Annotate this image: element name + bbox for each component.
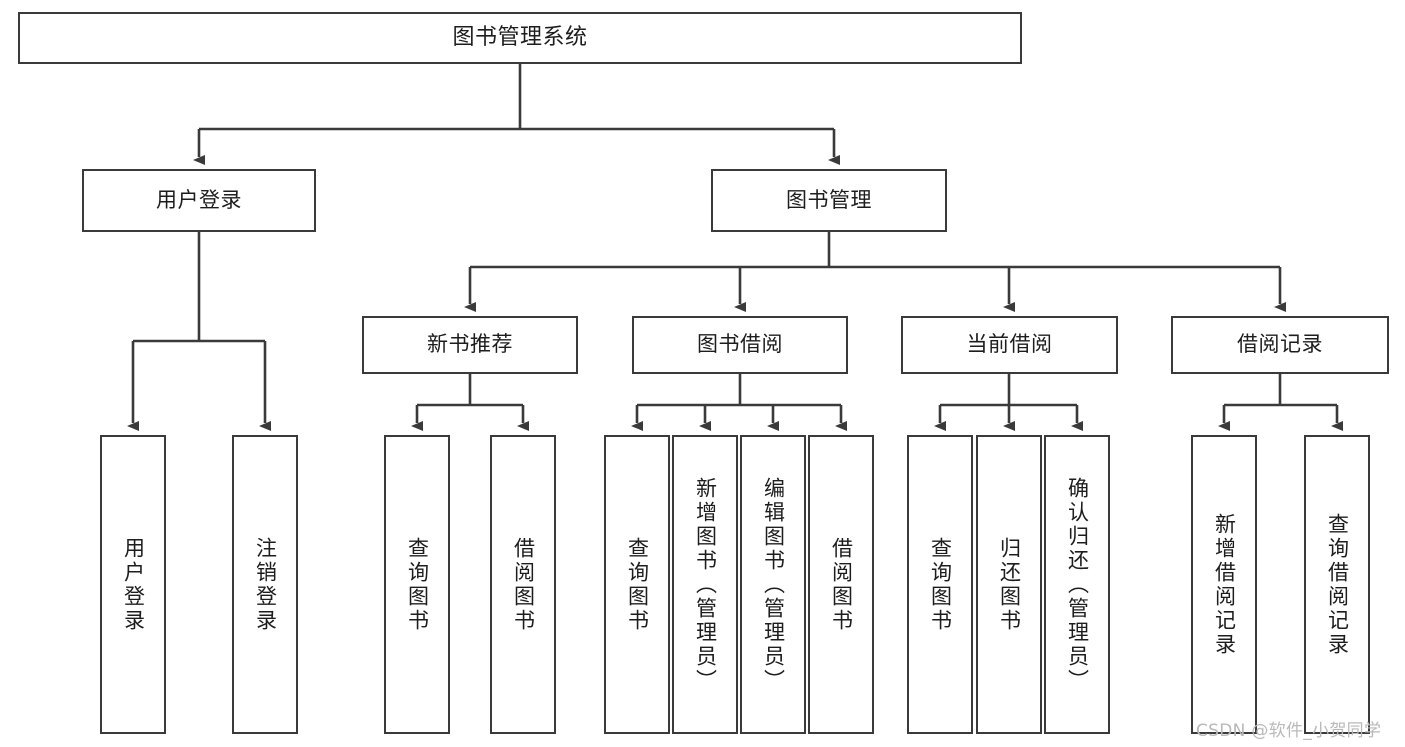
leaf-add-book-admin[interactable]: 新增图书（管理员） bbox=[672, 435, 738, 734]
leaf-query-book-borrow[interactable]: 查询图书 bbox=[604, 435, 670, 734]
leaf-query-borrow-record[interactable]: 查询借阅记录 bbox=[1304, 435, 1370, 734]
leaf-user-login[interactable]: 用户登录 bbox=[100, 435, 166, 734]
node-label: 确认归还（管理员） bbox=[1065, 476, 1090, 693]
node-label: 借阅图书 bbox=[511, 536, 536, 633]
csdn-watermark: CSDN @软件_小贺同学 bbox=[1196, 721, 1382, 741]
leaf-add-borrow-record[interactable]: 新增借阅记录 bbox=[1191, 435, 1257, 734]
node-book-management[interactable]: 图书管理 bbox=[711, 169, 947, 232]
node-label: 新书推荐 bbox=[427, 332, 513, 357]
node-label: 归还图书 bbox=[997, 536, 1022, 633]
node-label: 图书管理系统 bbox=[452, 24, 588, 50]
node-user-login[interactable]: 用户登录 bbox=[82, 169, 316, 232]
leaf-borrow-book[interactable]: 借阅图书 bbox=[808, 435, 874, 734]
node-label: 图书借阅 bbox=[697, 332, 783, 357]
node-label: 新增借阅记录 bbox=[1212, 512, 1237, 657]
node-label: 借阅记录 bbox=[1237, 332, 1323, 357]
node-label: 图书管理 bbox=[786, 187, 872, 212]
node-book-borrow[interactable]: 图书借阅 bbox=[632, 316, 848, 374]
leaf-edit-book-admin[interactable]: 编辑图书（管理员） bbox=[740, 435, 806, 734]
node-label: 借阅图书 bbox=[829, 536, 854, 633]
node-root-system[interactable]: 图书管理系统 bbox=[18, 12, 1022, 64]
node-label: 查询图书 bbox=[405, 536, 430, 633]
node-label: 用户登录 bbox=[156, 187, 242, 212]
leaf-borrow-book-recommend[interactable]: 借阅图书 bbox=[490, 435, 556, 734]
leaf-confirm-return-admin[interactable]: 确认归还（管理员） bbox=[1044, 435, 1110, 734]
leaf-query-book-current[interactable]: 查询图书 bbox=[907, 435, 973, 734]
node-label: 查询图书 bbox=[928, 536, 953, 633]
node-current-borrow[interactable]: 当前借阅 bbox=[901, 316, 1118, 374]
leaf-logout[interactable]: 注销登录 bbox=[232, 435, 298, 734]
node-borrow-record[interactable]: 借阅记录 bbox=[1171, 316, 1389, 374]
leaf-query-book-recommend[interactable]: 查询图书 bbox=[384, 435, 450, 734]
node-label: 查询借阅记录 bbox=[1325, 512, 1350, 657]
node-new-book-recommend[interactable]: 新书推荐 bbox=[362, 316, 578, 374]
leaf-return-book[interactable]: 归还图书 bbox=[976, 435, 1042, 734]
node-label: 当前借阅 bbox=[966, 332, 1053, 357]
node-label: 用户登录 bbox=[121, 536, 146, 633]
node-label: 编辑图书（管理员） bbox=[761, 476, 786, 693]
node-label: 注销登录 bbox=[253, 536, 278, 633]
node-label: 新增图书（管理员） bbox=[693, 476, 718, 693]
node-label: 查询图书 bbox=[625, 536, 650, 633]
